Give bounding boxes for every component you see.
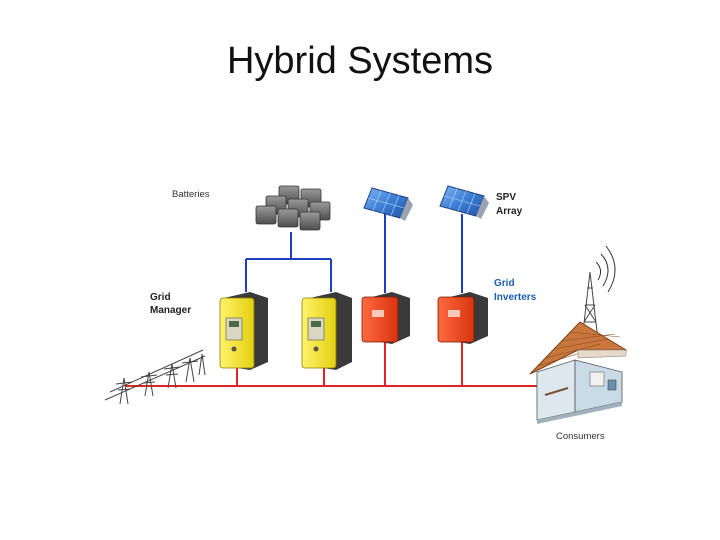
batteries-label: Batteries	[172, 189, 210, 200]
consumer-house	[529, 245, 628, 424]
ac-wiring	[125, 342, 545, 387]
solar-panel-right	[439, 185, 489, 219]
power-line-pylons	[104, 349, 206, 405]
pylon	[115, 377, 133, 405]
grid-inverter-2	[437, 292, 488, 344]
consumers-label: Consumers	[556, 431, 605, 442]
grid-manager-label-line2: Manager	[150, 305, 191, 316]
pylon	[163, 363, 181, 389]
spv-array-label-line2: Array	[496, 206, 523, 217]
grid-manager-1	[219, 292, 268, 370]
battery-bank	[255, 185, 331, 231]
spv-array-label-line1: SPV	[496, 192, 516, 203]
pylon	[181, 357, 199, 383]
grid-inverters-label-line1: Grid	[494, 278, 515, 289]
grid-inverters-label-line2: Inverters	[494, 292, 537, 303]
solar-panel-left	[363, 187, 413, 221]
grid-manager-2	[301, 292, 352, 370]
grid-inverter-1	[361, 292, 410, 344]
slide-title: Hybrid Systems	[226, 40, 494, 82]
dc-wiring	[245, 214, 463, 293]
battery	[255, 185, 331, 231]
pylon	[140, 371, 158, 397]
grid-manager-label-line1: Grid	[150, 292, 171, 303]
pylon	[198, 353, 206, 376]
